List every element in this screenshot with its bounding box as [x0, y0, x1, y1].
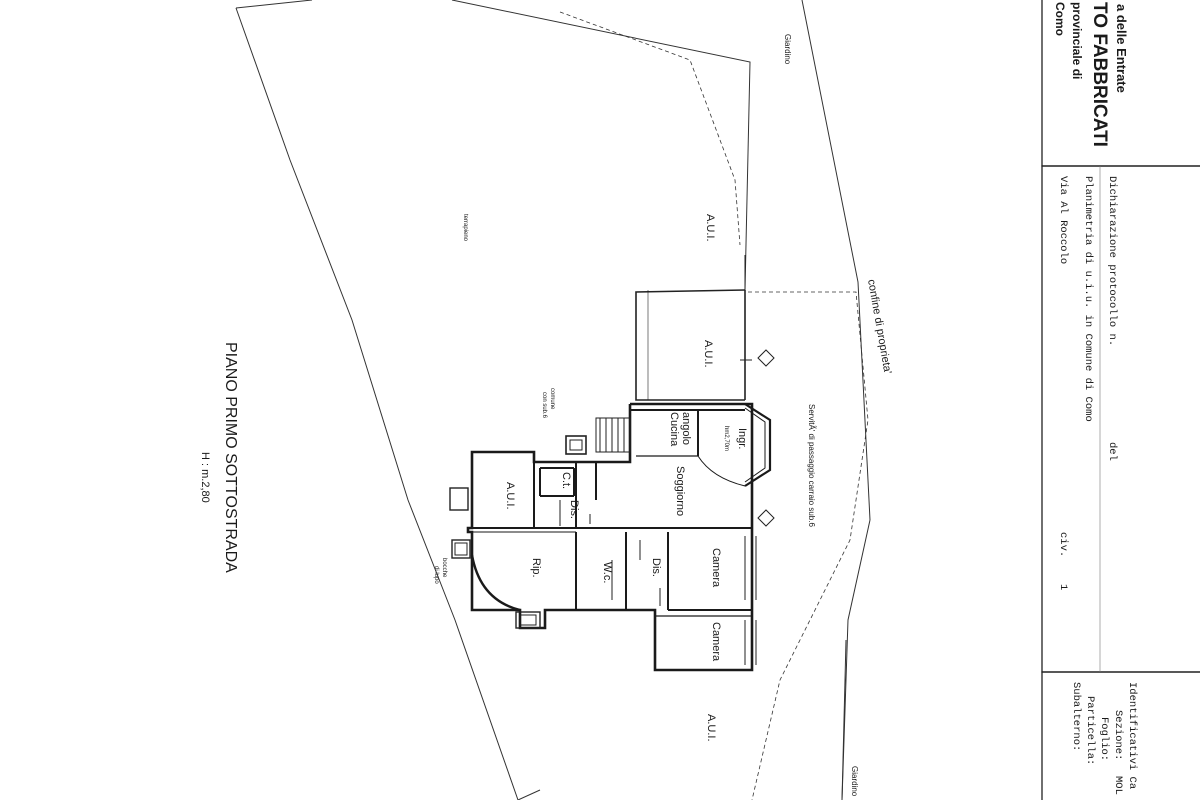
entrance-arrows [757, 349, 775, 527]
date-label: del [1106, 442, 1118, 461]
aui-left-label: A.U.I. [504, 482, 516, 510]
rip-label: Rip. [530, 558, 542, 578]
fixtures [449, 359, 757, 665]
site-labels: Giardino Giardino terrapieno confine di … [433, 34, 893, 797]
civ-label: civ. [1057, 532, 1069, 557]
plan-label: Planimetria di u.i.u. in Comune di Como [1082, 176, 1094, 422]
wc-label: W.c. [601, 562, 613, 583]
servitu-label: ServitÃ' di passaggio carraio sub.6 [807, 404, 816, 527]
giardino-bottom-label: Giardino [850, 766, 859, 797]
bocche-label-2: di lupo [433, 566, 439, 584]
civ-value: 1 [1057, 584, 1069, 590]
foglio-label: Foglio: [1098, 717, 1110, 761]
dis-label-1: Dis. [568, 500, 580, 519]
office-city: Como [1053, 2, 1067, 36]
comune-label-2: con sub.6 [541, 392, 547, 419]
site-boundaries [235, 0, 871, 801]
ingr-height-label: hm2,70m [723, 426, 729, 451]
office-name: provinciale di [1070, 2, 1084, 79]
protocol-label: Dichiarazione protocollo n. [1106, 176, 1118, 346]
catasto-title: TO FABBRICATI [1089, 2, 1110, 147]
building-outline [466, 402, 772, 672]
comune-label-1: comune [549, 388, 555, 410]
plan-title: PIANO PRIMO SOTTOSTRADA [222, 342, 239, 573]
title-block [1041, 0, 1200, 805]
aui-court-label: A.U.I. [702, 340, 714, 368]
court-area [635, 255, 746, 401]
terrapieno-label: terrapieno [462, 214, 468, 242]
address: Via Al Roccolo [1057, 176, 1069, 264]
sezione-value: MOL [1112, 776, 1124, 795]
agency-name: a delle Entrate [1114, 4, 1129, 93]
angolo-label: angolo [680, 412, 692, 445]
camera-label-2: Camera [710, 622, 722, 662]
plan-title-block: PIANO PRIMO SOTTOSTRADA H : m.2,80 [199, 342, 239, 573]
subalterno-label: Subalterno: [1070, 682, 1082, 751]
soggiorno-label: Soggiorno [674, 466, 686, 516]
interior-walls [470, 410, 752, 617]
confine-label: confine di proprieta' [865, 278, 893, 374]
ct-label: C.t. [560, 472, 572, 489]
agency-header: a delle Entrate TO FABBRICATI provincial… [1053, 2, 1129, 147]
giardino-top-label: Giardino [783, 34, 792, 65]
room-labels: A.U.I. A.U.I. A.U.I. A.U.I. angolo Cucin… [504, 214, 748, 742]
camera-label-1: Camera [710, 548, 722, 588]
dis-label-2: Dis. [650, 558, 662, 577]
ingr-label: Ingr. [736, 428, 748, 449]
declaration-block: Dichiarazione protocollo n. del Planimet… [1057, 176, 1118, 590]
identifiers-block: Identificativi Ca Sezione: MOL Foglio: P… [1070, 682, 1138, 795]
bocche-label-1: bocche [441, 558, 447, 578]
cucina-label: Cucina [668, 412, 680, 447]
aui-outer-top-label: A.U.I. [704, 214, 716, 242]
aui-bottom-label: A.U.I. [705, 714, 717, 742]
particella-label: Particella: [1084, 696, 1096, 765]
identifiers-title: Identificativi Ca [1126, 682, 1138, 789]
sezione-label: Sezione: [1112, 710, 1124, 760]
plan-height: H : m.2,80 [199, 452, 211, 503]
